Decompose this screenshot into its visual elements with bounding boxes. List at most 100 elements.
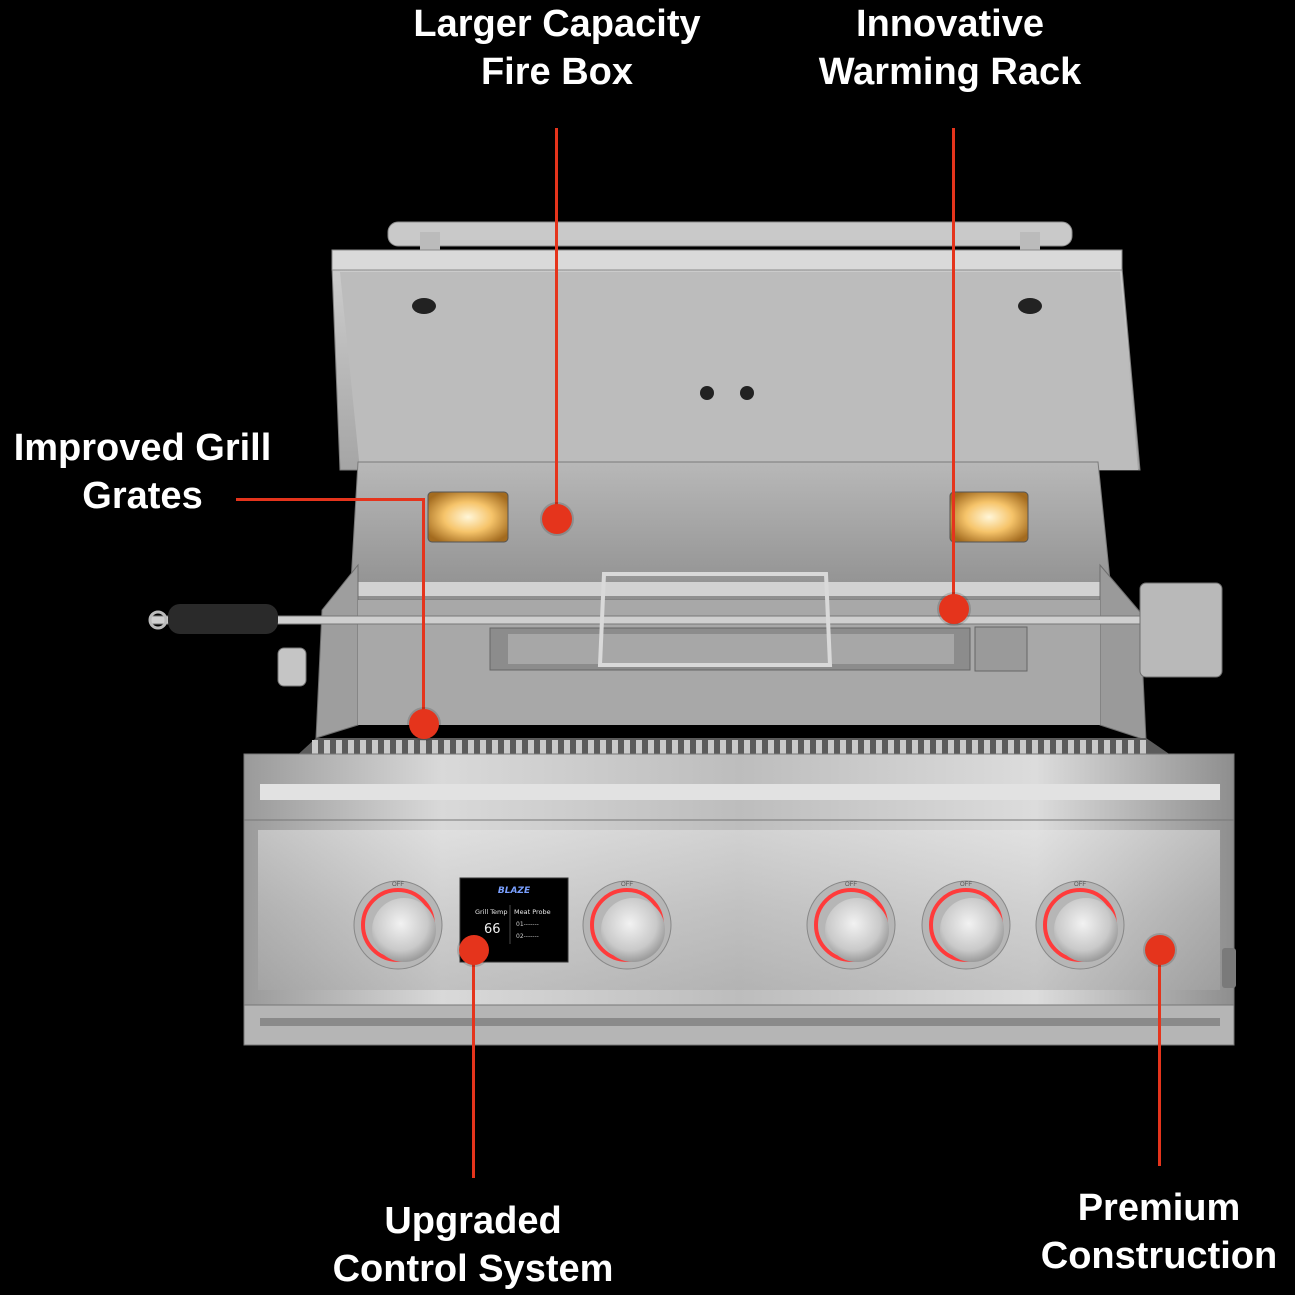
grate-bar bbox=[960, 740, 966, 758]
callout-warming-rack-leader bbox=[952, 128, 955, 608]
grate-bar bbox=[1128, 740, 1134, 758]
control-knob[interactable]: OFF bbox=[921, 880, 1011, 970]
grate-bar bbox=[420, 740, 426, 758]
callout-grill-grates-label: Improved Grill Grates bbox=[0, 424, 285, 520]
grate-bar bbox=[492, 740, 498, 758]
grate-bar bbox=[996, 740, 1002, 758]
grate-bar bbox=[324, 740, 330, 758]
grate-bar bbox=[624, 740, 630, 758]
knob-off-label: OFF bbox=[621, 882, 633, 888]
grate-bar bbox=[816, 740, 822, 758]
callout-grill-grates-line2: Grates bbox=[82, 475, 203, 517]
grate-bar bbox=[1056, 740, 1062, 758]
grate-bar bbox=[1116, 740, 1122, 758]
callout-construction-line1: Premium bbox=[1077, 1187, 1241, 1229]
grate-bar bbox=[408, 740, 414, 758]
callout-fire-box-line2: Fire Box bbox=[480, 51, 634, 93]
grate-bar bbox=[984, 740, 990, 758]
grate-bar bbox=[852, 740, 858, 758]
control-knob[interactable]: OFF bbox=[582, 880, 672, 970]
grate-bar bbox=[1032, 740, 1038, 758]
grate-bar bbox=[780, 740, 786, 758]
grate-bar bbox=[1104, 740, 1110, 758]
control-knob[interactable]: OFF bbox=[806, 880, 896, 970]
grate-bar bbox=[972, 740, 978, 758]
grate-bar bbox=[840, 740, 846, 758]
display-probe-1: 01------- bbox=[516, 921, 539, 928]
grate-bar bbox=[864, 740, 870, 758]
grate-bar bbox=[768, 740, 774, 758]
callout-construction-label: Premium Construction bbox=[1025, 1184, 1293, 1280]
display-brand: BLAZE bbox=[498, 886, 531, 896]
display-grill-temp-value: 66 bbox=[484, 922, 501, 937]
callout-control-system-leader bbox=[472, 950, 475, 1178]
callout-warming-rack-line1: Innovative bbox=[856, 3, 1044, 45]
knob-off-label: OFF bbox=[392, 882, 404, 888]
grate-bar bbox=[396, 740, 402, 758]
callout-fire-box-leader bbox=[555, 128, 558, 518]
grate-bar bbox=[936, 740, 942, 758]
grate-bar bbox=[564, 740, 570, 758]
knob-off-label: OFF bbox=[960, 882, 972, 888]
grate-bar bbox=[672, 740, 678, 758]
callout-control-system-label: Upgraded Control System bbox=[303, 1197, 643, 1293]
callout-control-system-line1: Upgraded bbox=[384, 1200, 562, 1242]
callout-fire-box-line1: Larger Capacity bbox=[413, 3, 701, 45]
display-grill-temp-label: Grill Temp bbox=[475, 908, 508, 916]
grate-bar bbox=[1140, 740, 1146, 758]
grate-bar bbox=[900, 740, 906, 758]
callout-grill-grates-line1: Improved Grill bbox=[13, 427, 272, 469]
grate-bar bbox=[804, 740, 810, 758]
grate-bar bbox=[444, 740, 450, 758]
callout-control-system-marker bbox=[459, 935, 489, 965]
grate-bar bbox=[792, 740, 798, 758]
grate-bar bbox=[828, 740, 834, 758]
callout-warming-rack-marker bbox=[939, 594, 969, 624]
grate-bar bbox=[744, 740, 750, 758]
grate-bar bbox=[348, 740, 354, 758]
grate-bar bbox=[516, 740, 522, 758]
callout-grill-grates-marker bbox=[409, 709, 439, 739]
grate-bar bbox=[696, 740, 702, 758]
grate-bar bbox=[552, 740, 558, 758]
callout-grill-grates-leader-h bbox=[236, 498, 425, 501]
grate-bar bbox=[1068, 740, 1074, 758]
grate-bar bbox=[600, 740, 606, 758]
grate-bar bbox=[708, 740, 714, 758]
grate-bar bbox=[1092, 740, 1098, 758]
grate-bar bbox=[504, 740, 510, 758]
grate-bar bbox=[888, 740, 894, 758]
grate-bar bbox=[456, 740, 462, 758]
grate-bar bbox=[1044, 740, 1050, 758]
knob-off-label: OFF bbox=[845, 882, 857, 888]
grate-bar bbox=[612, 740, 618, 758]
display-meat-probe-label: Meat Probe bbox=[514, 908, 551, 916]
grate-bar bbox=[1020, 740, 1026, 758]
grate-bar bbox=[1080, 740, 1086, 758]
control-knob[interactable]: OFF bbox=[353, 880, 443, 970]
callout-warming-rack-label: Innovative Warming Rack bbox=[790, 0, 1110, 96]
callout-grill-grates-leader-v bbox=[422, 498, 425, 720]
callout-construction-marker bbox=[1145, 935, 1175, 965]
grate-bar bbox=[336, 740, 342, 758]
grate-bar bbox=[648, 740, 654, 758]
callout-control-system-line2: Control System bbox=[332, 1248, 614, 1290]
grate-bar bbox=[912, 740, 918, 758]
grate-bar bbox=[1008, 740, 1014, 758]
grate-bar bbox=[372, 740, 378, 758]
knob-off-label: OFF bbox=[1074, 882, 1086, 888]
grate-bar bbox=[528, 740, 534, 758]
display-probe-2: 02------- bbox=[516, 933, 539, 940]
grate-bar bbox=[756, 740, 762, 758]
callout-warming-rack-line2: Warming Rack bbox=[818, 51, 1082, 93]
callout-construction-leader bbox=[1158, 950, 1161, 1166]
grate-bar bbox=[924, 740, 930, 758]
grate-bar bbox=[660, 740, 666, 758]
callout-fire-box-marker bbox=[542, 504, 572, 534]
control-knob[interactable]: OFF bbox=[1035, 880, 1125, 970]
grate-bar bbox=[732, 740, 738, 758]
grate-bar bbox=[480, 740, 486, 758]
grate-bar bbox=[576, 740, 582, 758]
